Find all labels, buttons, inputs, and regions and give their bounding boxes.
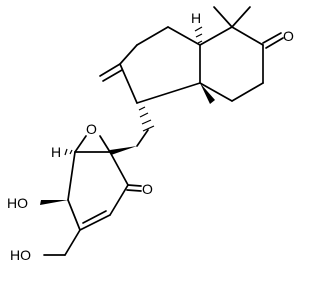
angular-methyl-wedge (200, 83, 215, 104)
hash-h-1 (197, 40, 203, 44)
bond-c1-c8a (136, 82, 201, 104)
linker-hash-2 (139, 112, 149, 118)
bond-c7-c8 (231, 82, 264, 102)
atom-labels: O H O H O HO HO (7, 10, 294, 263)
hydroxymethyl-bond-1 (64, 229, 81, 256)
lower-ring (40, 135, 142, 256)
bond-c4a-c4 (167, 26, 201, 46)
linker-hash-3 (141, 119, 152, 125)
epoxide-c6-o (74, 135, 87, 153)
linker-hash-4 (142, 125, 155, 132)
methyl-bond-1 (213, 6, 233, 28)
ketone-oxygen-label: O (283, 28, 294, 44)
bond-c8-c8a (199, 82, 233, 102)
linker-bond (136, 129, 149, 147)
stereo-h-label-epoxide: H (51, 144, 61, 160)
right-ring (194, 6, 284, 104)
hash-h-2 (195, 33, 203, 38)
epoxide-h-hash-2 (64, 148, 68, 156)
hash-h-3 (194, 26, 203, 32)
ring-c4-c5 (67, 199, 81, 231)
ketone-double-bond-a (262, 32, 282, 44)
epoxide-wedge (110, 146, 137, 155)
ring-c3-c4-double (79, 214, 111, 231)
ring-c1-c2 (109, 151, 129, 186)
stereo-h-label-top: H (191, 10, 201, 26)
epoxide-h-hash-1 (69, 149, 73, 155)
bond-c4-c3 (136, 26, 169, 46)
bond-c4a-c5 (199, 26, 233, 46)
methylene-double-b (102, 69, 123, 82)
ring-c5-c6 (67, 151, 76, 201)
left-ring (99, 26, 201, 147)
enone-double-b (126, 189, 142, 192)
epoxide-c1-o (99, 135, 111, 153)
enone-oxygen-label: O (142, 181, 153, 197)
molecule-canvas: O H O H O HO HO (7, 6, 294, 263)
bond-c5-c6 (231, 26, 264, 46)
hydroxyl-wedge (40, 200, 68, 205)
methylene-double-a (99, 63, 121, 77)
hydroxyl-label: HO (7, 195, 28, 211)
epoxide-oxygen-label: O (86, 121, 97, 137)
enone-double-a (127, 184, 142, 187)
ring-c3-c4-double-inner (82, 210, 107, 224)
linker-hash-1 (138, 106, 146, 111)
ring-c2-c3 (109, 184, 129, 216)
structure-drawing: O H O H O HO HO (7, 6, 294, 263)
bond-c3-c2 (119, 44, 138, 65)
bond-c2-c1 (119, 63, 138, 104)
ketone-double-bond-b (265, 37, 284, 49)
methyl-bond-2 (231, 6, 251, 28)
hydroxymethyl-label: HO (10, 247, 31, 263)
